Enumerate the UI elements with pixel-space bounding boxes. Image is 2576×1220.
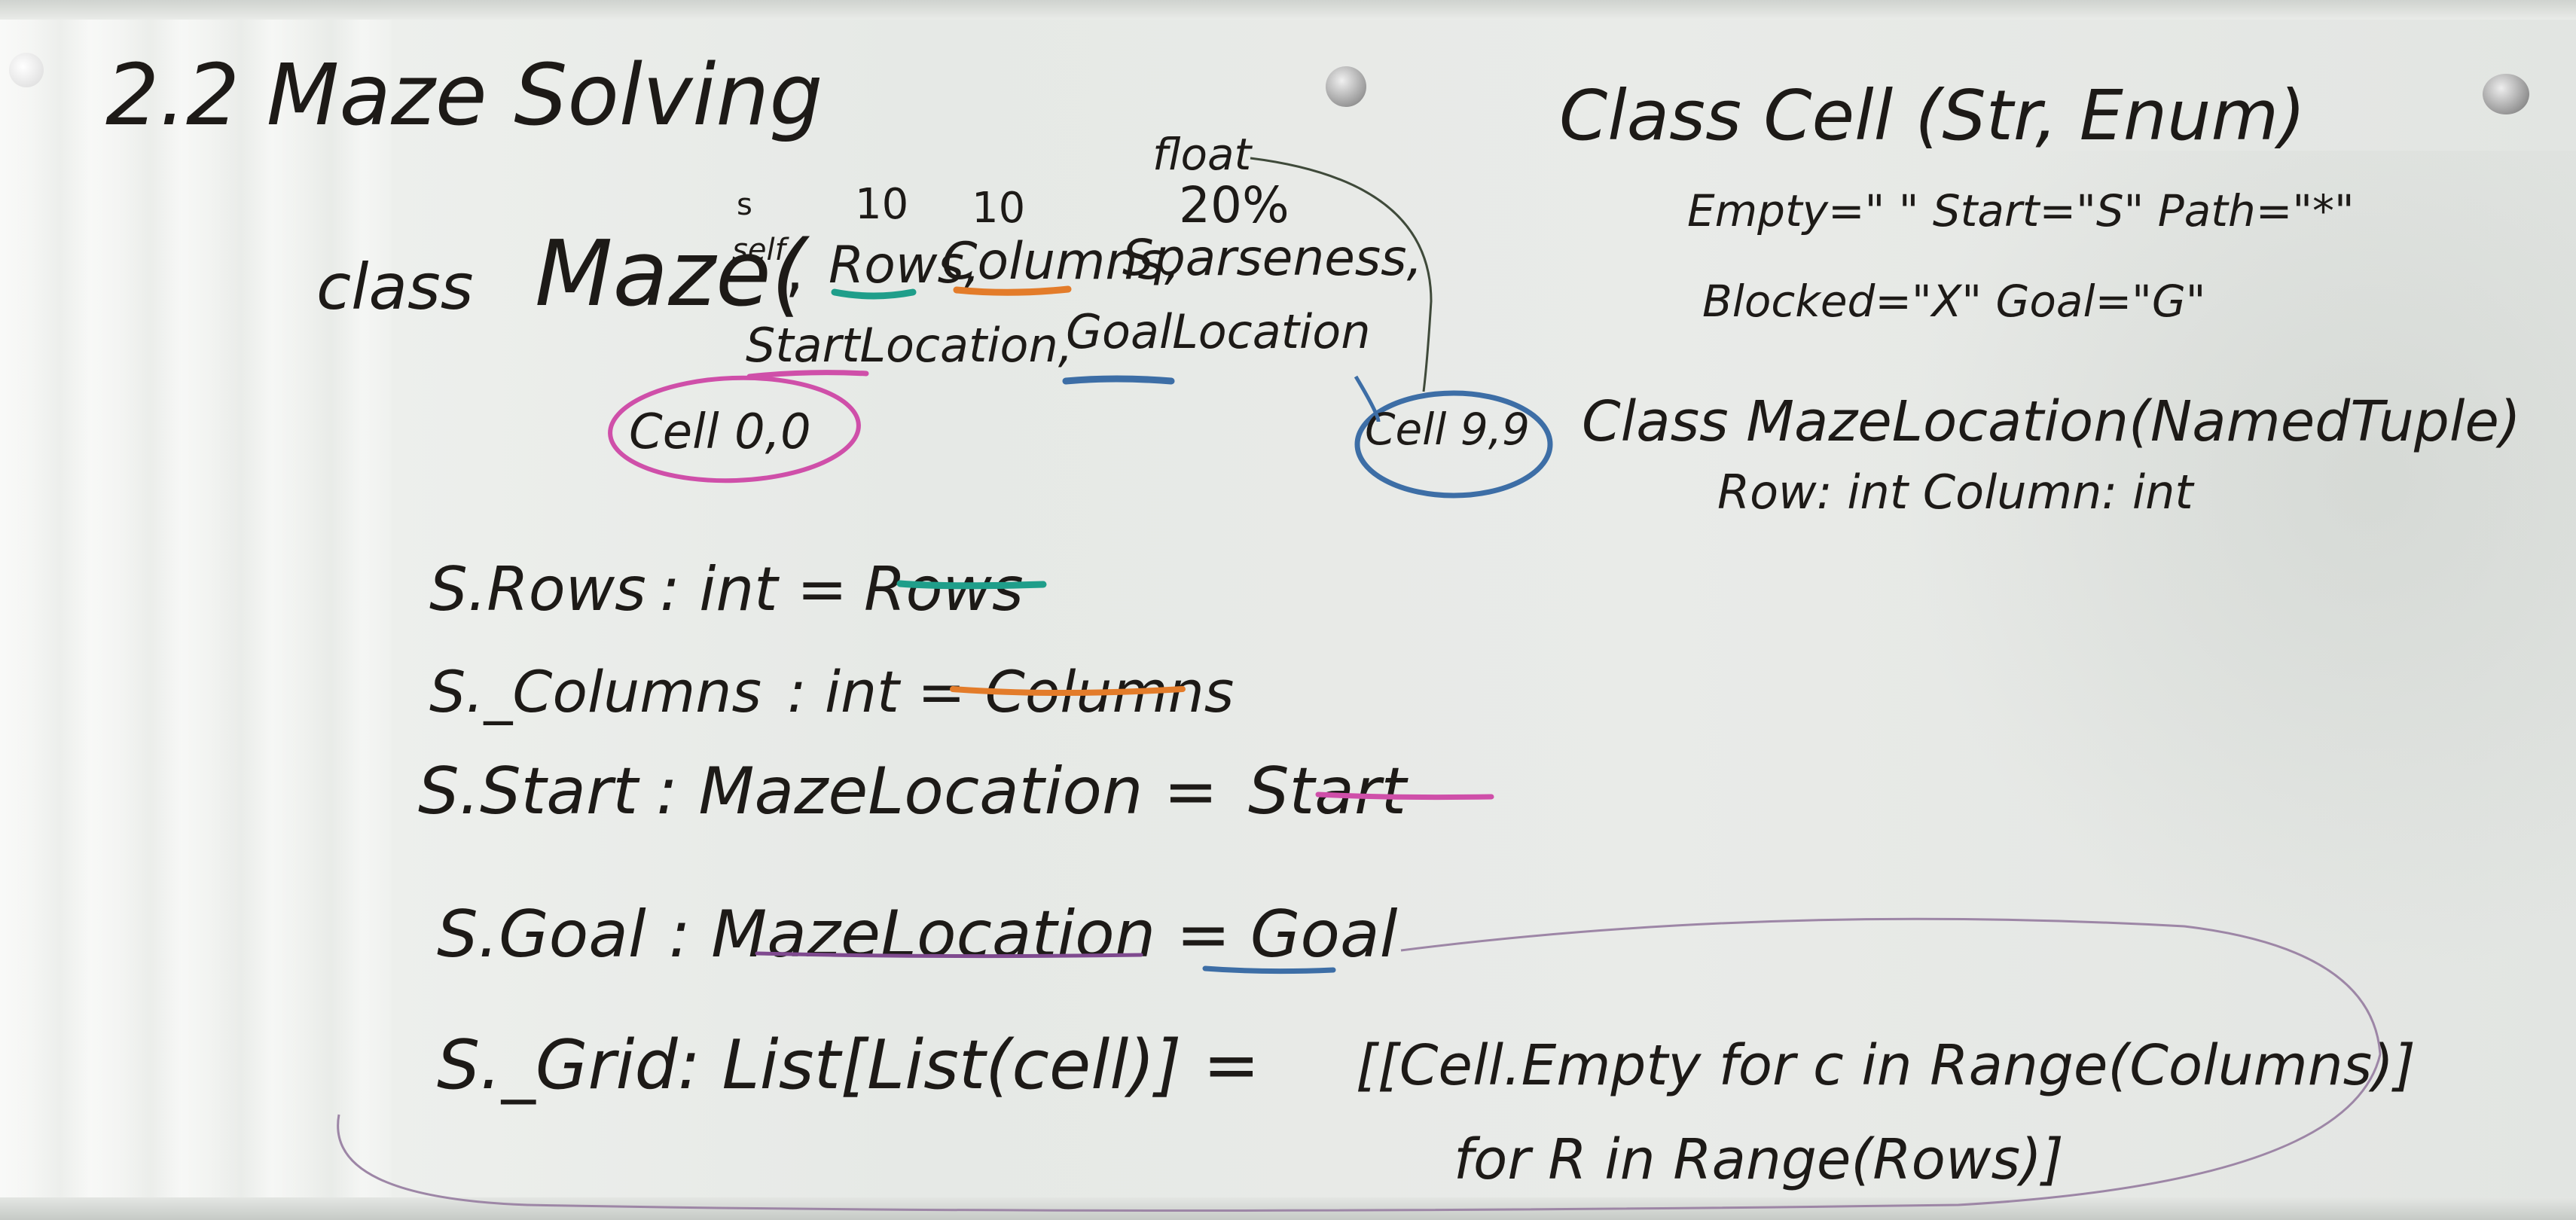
assign-start-type: : MazeLocation = [656, 754, 1218, 829]
assign-columns: S._Columns: int =Columns [429, 658, 1234, 725]
assign-goal-name: Goal [499, 897, 646, 972]
assign-goal-value: Goal [1250, 897, 1398, 972]
assign-columns-lhs: S._ [429, 658, 513, 725]
assign-start-value: Start [1248, 754, 1409, 829]
assign-start-name: Start [480, 754, 640, 829]
location-class-title: Class MazeLocation(NamedTuple) [1582, 389, 2521, 454]
rows-arg: Rows, [829, 236, 981, 295]
cell-class-line-2: Blocked="X" Goal="G" [1702, 276, 2205, 327]
mount-peg-left [9, 53, 44, 87]
heading-text: 2.2 Maze Solving [105, 47, 823, 145]
class-keyword: class [316, 250, 474, 324]
cell-class-line-1: Empty=" " Start="S" Path="*" [1687, 185, 2355, 236]
assign-rows: S.Rows: int =Rows [429, 554, 1024, 624]
assign-rows-value: Rows [864, 554, 1024, 624]
start-location-arg: StartLocation, [746, 318, 1073, 373]
assign-goal-lhs: S. [437, 897, 499, 972]
location-class-fields: Row: int Column: int [1717, 465, 2195, 520]
window-curtain [0, 0, 392, 1220]
start-bubble-label: Cell 0,0 [629, 404, 811, 460]
sparseness-type-note: float [1152, 129, 1253, 180]
assign-goal-type: : MazeLocation = [669, 897, 1231, 972]
assign-columns-type: : int = [787, 658, 966, 725]
self-note: s [737, 188, 752, 222]
mount-peg-center [1326, 66, 1366, 107]
assign-rows-lhs: S. [429, 554, 487, 624]
grid-rhs-line-2: for R in Range(Rows)] [1454, 1127, 2064, 1192]
board-bottom-edge [0, 1197, 2576, 1220]
comma-1: , [785, 234, 804, 304]
goal-bubble-label: Cell 9,9 [1365, 404, 1530, 455]
sparseness-default-note: 20% [1179, 176, 1290, 234]
assign-columns-name: Columns [512, 658, 762, 725]
maze-class-name: Maze( [535, 222, 810, 327]
columns-default-note: 10 [972, 184, 1025, 233]
board-top-edge [0, 0, 2576, 20]
self-arg: self [732, 233, 790, 267]
assign-start-lhs: S. [418, 754, 480, 829]
mount-peg-right [2483, 74, 2529, 114]
assign-rows-type: : int = [660, 554, 847, 624]
assign-start: S.Start: MazeLocation =Start [418, 754, 1409, 829]
glass-reflection [1898, 151, 2576, 979]
assign-goal: S.Goal: MazeLocation =Goal [437, 897, 1398, 972]
rows-default-note: 10 [855, 180, 908, 229]
assign-rows-name: Rows [487, 554, 646, 624]
grid-lhs: S._Grid: List[List(cell)] = [437, 1026, 1260, 1105]
grid-rhs-line-1: [[Cell.Empty for c in Range(Columns)] [1356, 1033, 2416, 1098]
sparseness-arg: Sparseness, [1122, 229, 1423, 287]
goal-location-arg: GoalLocation [1066, 304, 1371, 359]
cell-class-title: Class Cell (Str, Enum) [1559, 75, 2306, 156]
columns-arg: Columns, [942, 232, 1180, 291]
